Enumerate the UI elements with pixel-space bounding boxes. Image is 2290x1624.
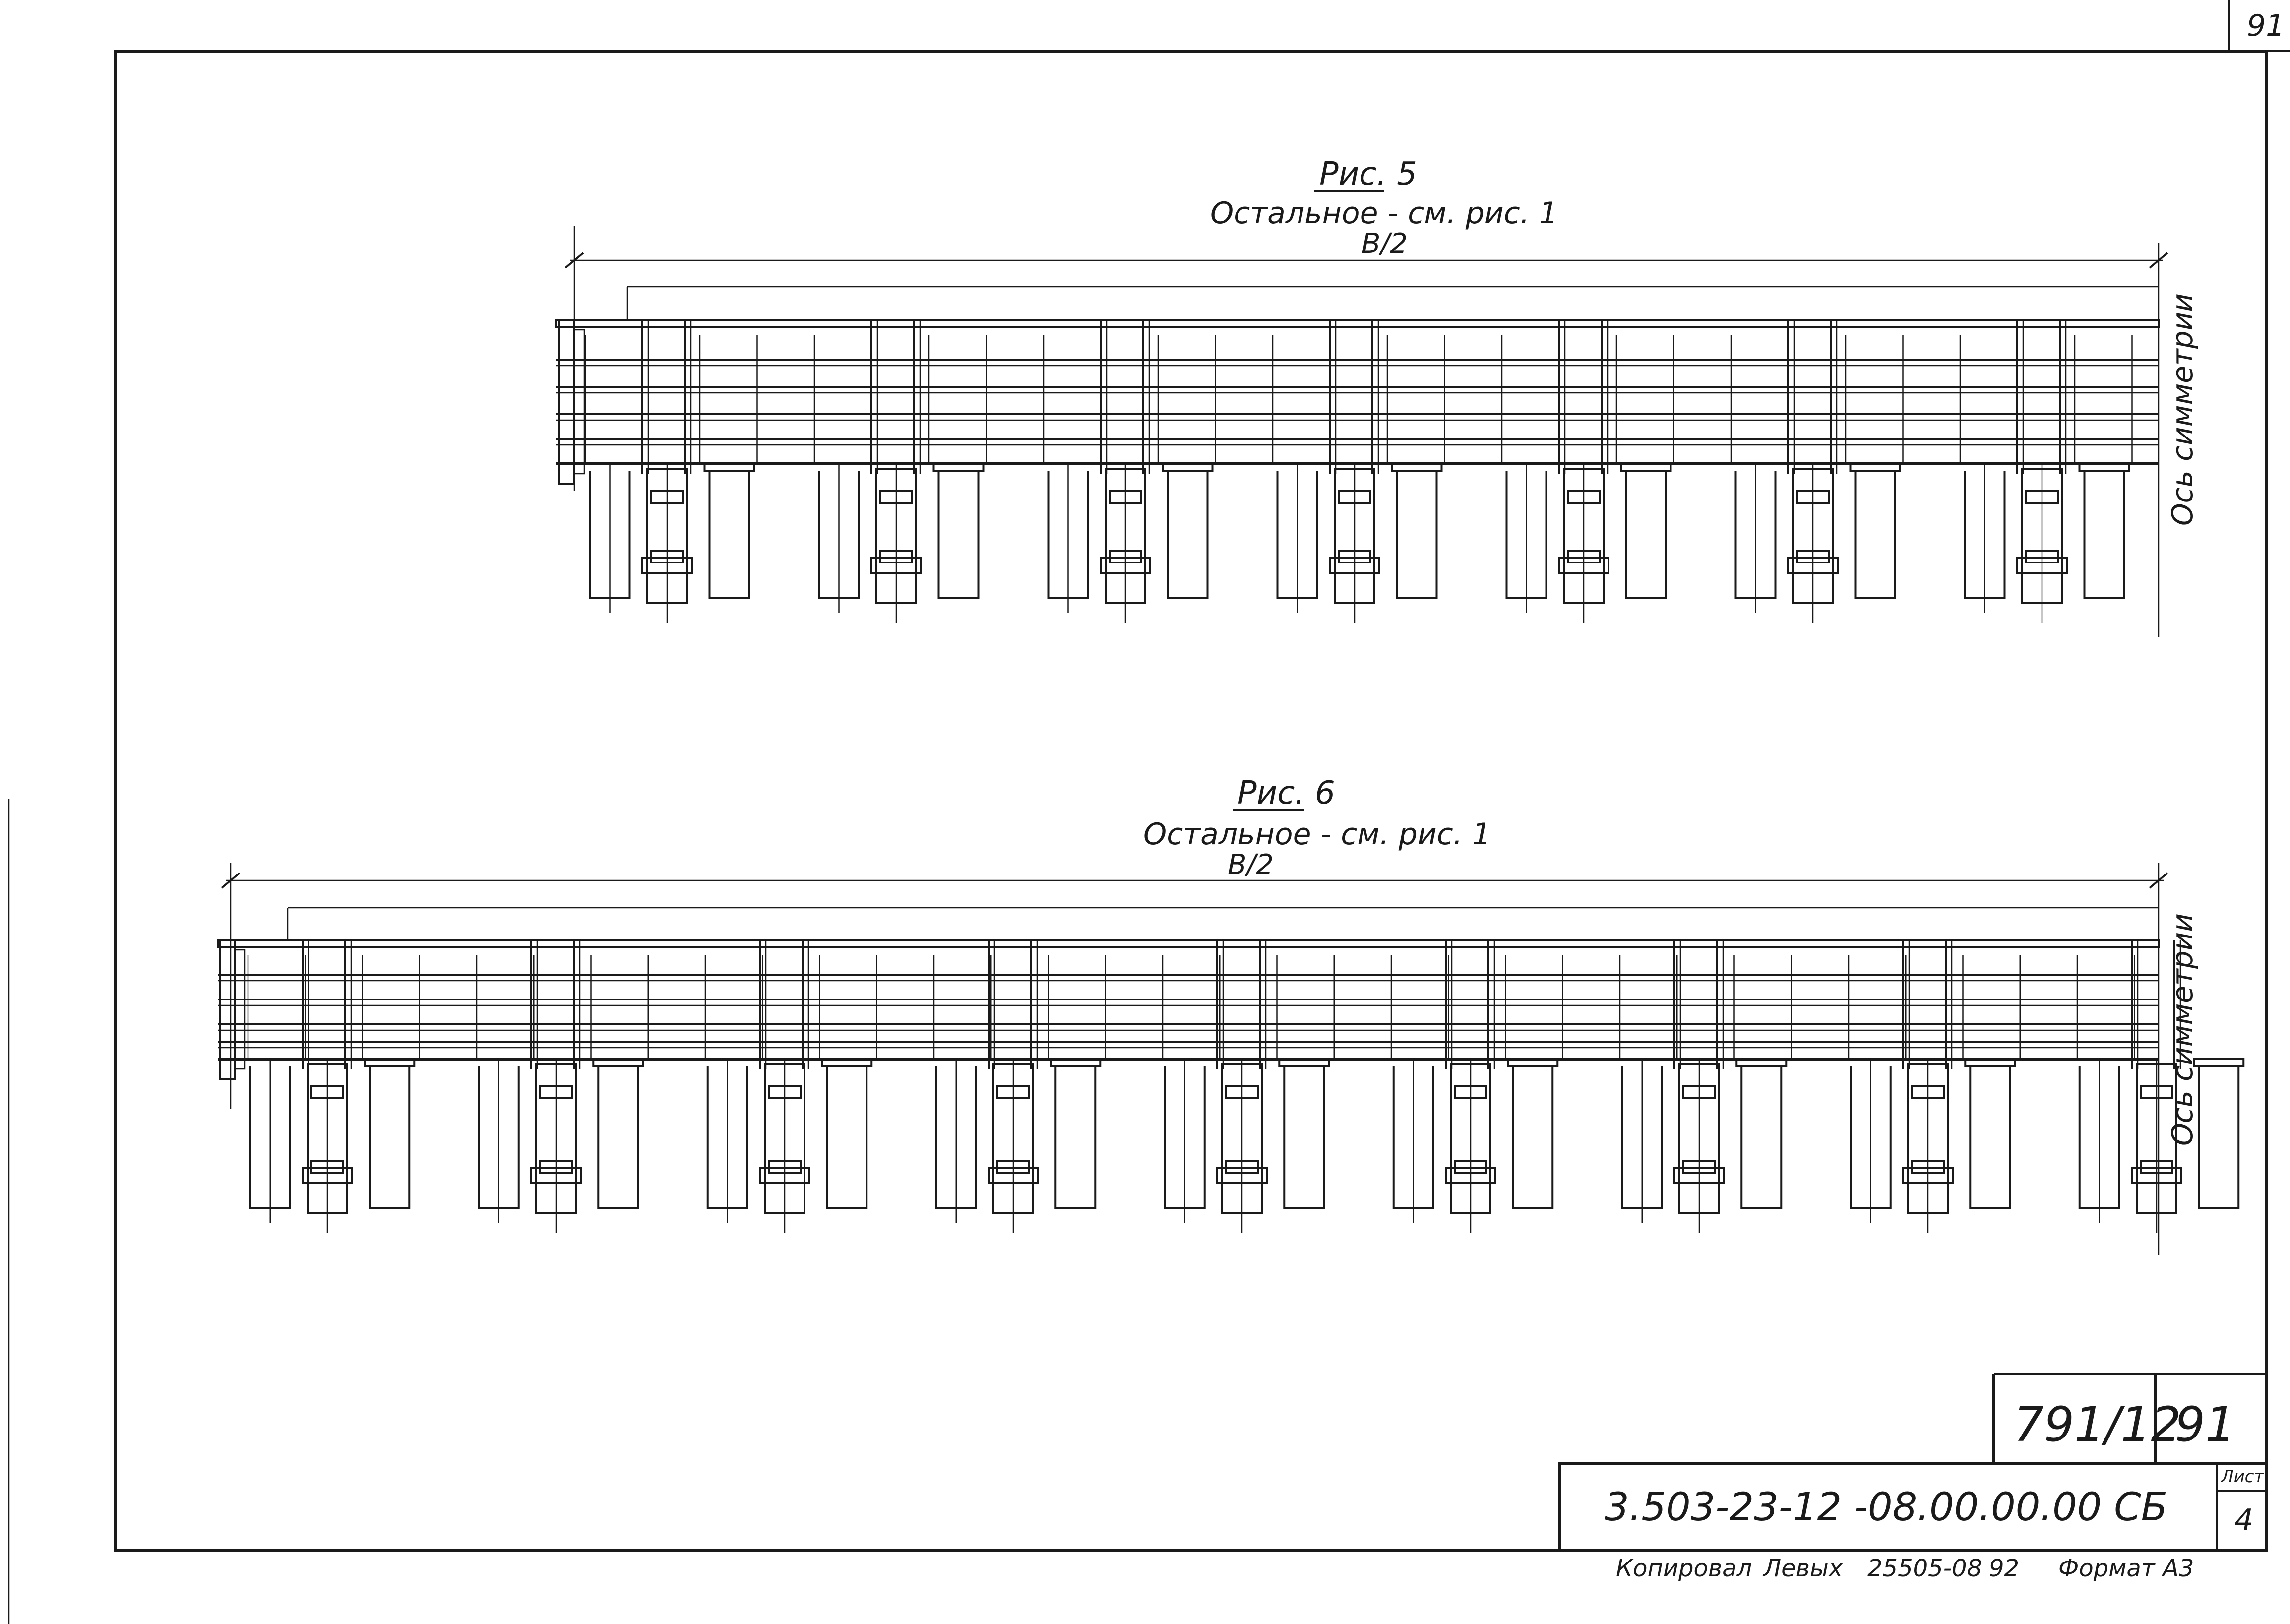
pillar (826, 1066, 868, 1209)
corner-sheet-number: 91 (2247, 8, 2285, 43)
pillar (1283, 1066, 1325, 1209)
pillar-cap (592, 1058, 644, 1067)
pillar-cap (1735, 1058, 1788, 1067)
copied-by-name: Левых (1762, 1555, 1843, 1582)
figure-5-title: Рис. 5 (1319, 156, 1417, 192)
footer: Копировал Левых 25505-08 92 Формат А3 (1616, 1555, 2194, 1582)
pillar-cap (1050, 1058, 1102, 1067)
figure-5-dimension-label: B/2 (1362, 228, 1408, 260)
deck-top-beam (555, 319, 2160, 328)
figure-6: Рис. 6 Остальное - см. рис. 1 B/2 Ось си… (217, 775, 2245, 1255)
pillar (1167, 471, 1209, 599)
pillar-cap (2078, 463, 2130, 472)
document-code: 3.503-23-12 -08.00.00.00 СБ (1605, 1485, 2167, 1530)
pillar (1969, 1066, 2011, 1209)
figure-6-title: Рис. 6 (1238, 775, 1335, 812)
figure-6-note: Остальное - см. рис. 1 (1143, 817, 1491, 852)
signature: 92 (1989, 1555, 2019, 1582)
pillar-cap (1391, 463, 1443, 472)
pillar-cap (703, 463, 755, 472)
pillar (1740, 1066, 1783, 1209)
pillar-cap (1278, 1058, 1330, 1067)
sheet-value: 4 (2234, 1503, 2253, 1538)
deck-top-beam (217, 939, 2160, 948)
pillar (369, 1066, 411, 1209)
figure-6-dimension-label: B/2 (1228, 849, 1274, 881)
pillar-cap (1507, 1058, 1559, 1067)
copy-date: 25505-08 (1867, 1555, 1982, 1582)
pillar-cap (1162, 463, 1214, 472)
end-post (558, 319, 575, 485)
pillar-cap (1620, 463, 1672, 472)
pillar-cap (1964, 1058, 2016, 1067)
figure-6-axis-label: Ось симметрии (2166, 913, 2199, 1146)
end-post-inner (234, 949, 246, 1070)
pillar (1396, 471, 1438, 599)
pillar (1625, 471, 1667, 599)
pillar (2198, 1066, 2240, 1209)
sheet-label: Лист (2220, 1467, 2264, 1487)
inventory-number: 791/12 (2014, 1397, 2181, 1452)
pillar-cap (1849, 463, 1901, 472)
pillar-cap (821, 1058, 873, 1067)
figure-6-structure (217, 907, 2245, 1233)
page-number: 91 (2175, 1397, 2235, 1452)
end-post-inner (573, 329, 585, 475)
pillar (1854, 471, 1896, 599)
figure-5-axis-label: Ось симметрии (2166, 293, 2199, 526)
pillar (597, 1066, 639, 1209)
title-block: 791/12 91 3.503-23-12 -08.00.00.00 СБ Ли… (1558, 1373, 2268, 1552)
pillar (708, 471, 750, 599)
pillar-cap (932, 463, 985, 472)
pillar (2083, 471, 2125, 599)
title-block-frame (1558, 1462, 2268, 1552)
figure-5-note: Остальное - см. рис. 1 (1210, 196, 1558, 231)
pillar (1512, 1066, 1554, 1209)
corner-number-box (2228, 0, 2290, 52)
figure-5-structure (555, 286, 2160, 623)
copied-by-label: Копировал (1616, 1555, 1752, 1582)
pillar (1054, 1066, 1097, 1209)
figure-5-dimension-line (564, 226, 2168, 637)
sheet-frame (114, 50, 2268, 1552)
figure-5: Рис. 5 Остальное - см. рис. 1 B/2 Ось си… (555, 156, 2199, 637)
pillar (937, 471, 980, 599)
pillar-cap (2193, 1058, 2245, 1067)
pillar-cap (364, 1058, 416, 1067)
format-label: Формат А3 (2058, 1555, 2194, 1582)
